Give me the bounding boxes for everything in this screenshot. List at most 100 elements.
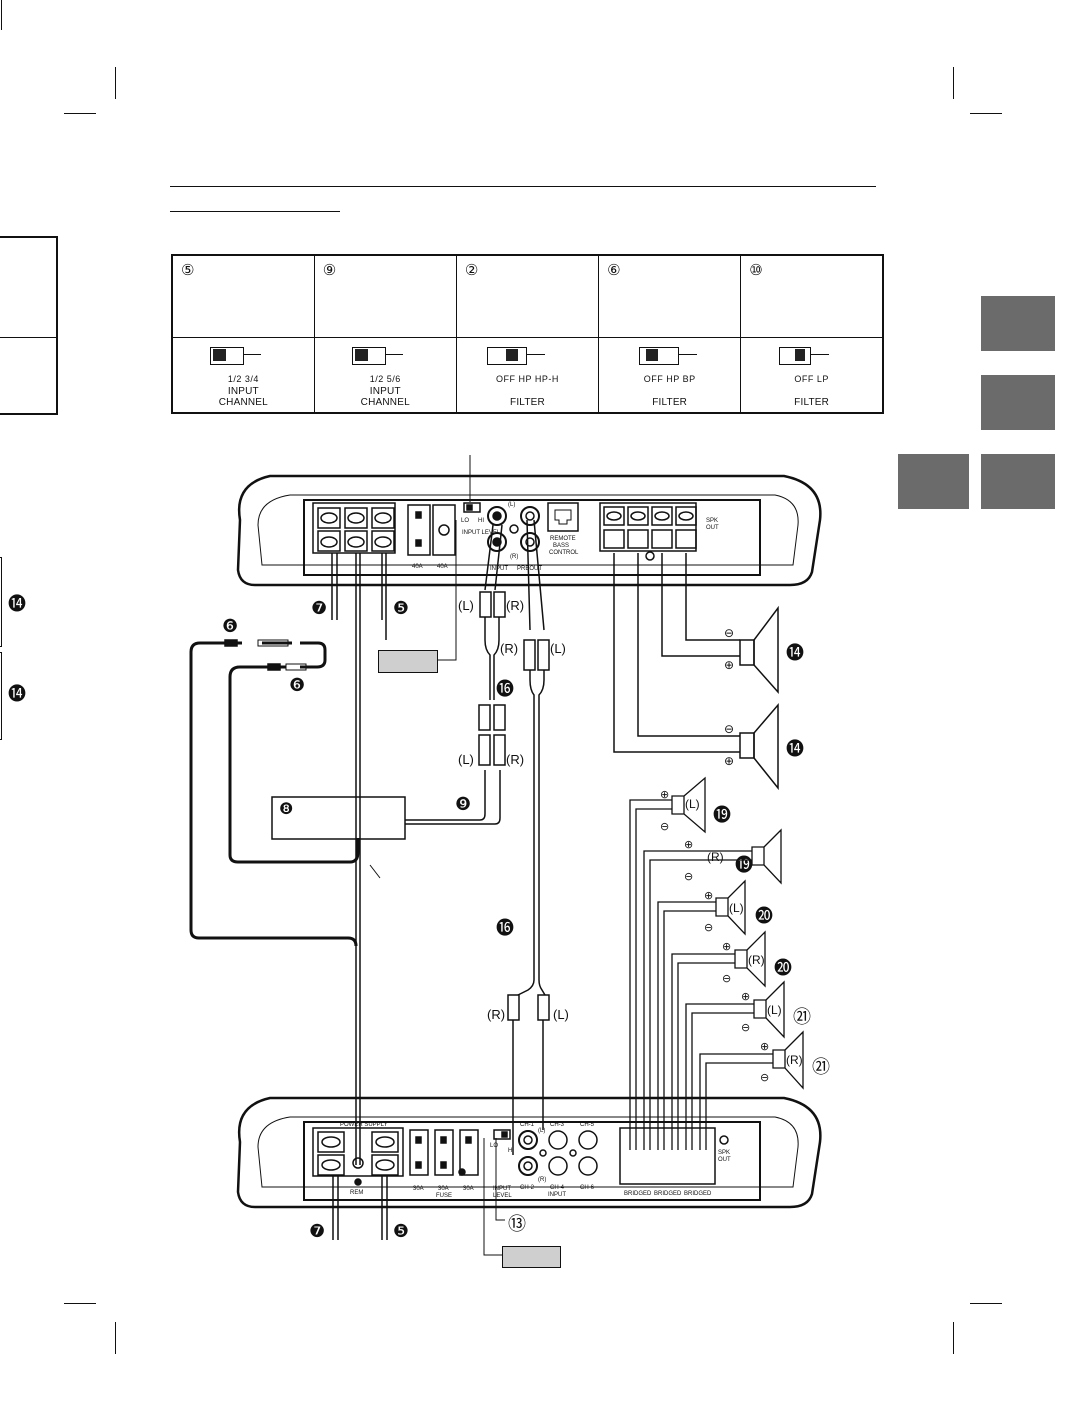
small-speaker-2-ch: (R) (707, 850, 724, 864)
top-remote-label: REMOTE (550, 536, 576, 542)
small-speaker-4-ch: (R) (748, 953, 765, 967)
bottom-bridged-label: BRIDGED (624, 1191, 652, 1197)
left-margin-divider (0, 337, 56, 338)
main-speaker-1-ref: ⓮ (786, 643, 804, 663)
left-margin-box (0, 557, 2, 647)
top-fuse-b-label: 40A (437, 564, 448, 570)
small-speakers (629, 776, 804, 1150)
switch-col-10: OFF LP FILTER (740, 336, 884, 414)
source-r-label: (R) (506, 752, 525, 767)
crop-mark (953, 1322, 954, 1354)
bottom-r-label: (R) (538, 1177, 546, 1183)
small-speaker-5-minus: ⊖ (741, 1022, 751, 1034)
top-spk-label: SPK (706, 518, 718, 524)
main-speaker-1-plus: ⊕ (724, 658, 735, 672)
subheading-rule (170, 211, 340, 212)
crop-mark (953, 67, 954, 99)
slide-switch-icon (351, 346, 386, 365)
bottom-spk-label: SPK (718, 1150, 730, 1156)
main-speaker-2 (613, 553, 779, 791)
switch-col-2: OFF HP HP-H FILTER (455, 336, 600, 414)
top-r-label: (R) (510, 554, 518, 560)
small-speaker-2-minus: ⊖ (684, 871, 694, 883)
top-control-label: CONTROL (549, 550, 579, 556)
bottom-hi-label: HI (508, 1148, 514, 1154)
top-l-label: (L) (508, 502, 515, 508)
main-speaker-1-minus: ⊖ (724, 626, 735, 640)
preout-r-label: (R) (500, 641, 519, 656)
top-hi-label: HI (478, 518, 484, 524)
main-speaker-1 (661, 553, 779, 694)
source-cable-ref: ❾ (455, 794, 472, 814)
main-speaker-2-plus: ⊕ (724, 754, 735, 768)
main-speaker-2-minus: ⊖ (724, 722, 735, 736)
rca-cable-preout (507, 519, 550, 1155)
heading-rule (170, 186, 876, 187)
bottom-ch5-label: CH-5 (580, 1122, 595, 1128)
left-margin-box (0, 652, 2, 740)
crop-mark (970, 113, 1002, 114)
language-tab[interactable] (898, 454, 969, 509)
language-tab[interactable] (981, 296, 1055, 351)
small-speaker-6-plus: ⊕ (760, 1041, 770, 1053)
bottom-power-supply-label: POWER SUPPLY (340, 1122, 388, 1128)
label-box (502, 1246, 561, 1268)
small-speaker-4-minus: ⊖ (722, 973, 732, 985)
small-speaker-2-plus: ⊕ (684, 839, 694, 851)
small-speaker-2-ref: ⓳ (735, 855, 753, 875)
left-margin-panel (0, 236, 58, 415)
switch-col-6-header: ⑥ (598, 254, 742, 338)
rca-ref-a: ⓰ (496, 679, 514, 699)
bottom-fuse-c-label: 30A (463, 1186, 474, 1192)
bottom-ch6-label: CH-6 (580, 1185, 595, 1191)
crop-mark (64, 1303, 96, 1304)
crop-mark (64, 113, 96, 114)
bottom-level-ref: ⑬ (508, 1214, 526, 1234)
bottom-input-level-label: INPUT (493, 1186, 511, 1192)
main-speaker-2-ref: ⓮ (786, 739, 804, 759)
bottom-rem-label: REM (350, 1190, 363, 1196)
fuse-holder-ref-b: ❻ (289, 675, 306, 695)
switch-label: FILTER (510, 397, 545, 408)
bottom-fuse-a-label: 30A (413, 1186, 424, 1192)
crop-mark (970, 1303, 1002, 1304)
bottom-lo-label: LO (490, 1143, 498, 1149)
bottom-rca-l-label: (L) (553, 1007, 569, 1022)
slide-switch-icon (210, 346, 244, 365)
slide-switch-icon (639, 346, 680, 365)
switch-label: FILTER (652, 397, 688, 408)
rca-ref-b: ⓰ (496, 918, 514, 938)
small-speaker-4-plus: ⊕ (722, 941, 732, 953)
bottom-fuse-label: FUSE (436, 1193, 452, 1199)
bottom-ch4-label: CH-4 (550, 1185, 565, 1191)
top-batt-ref: ❺ (393, 598, 410, 618)
small-speaker-1-plus: ⊕ (660, 789, 670, 801)
left-ref-top: ⓮ (8, 594, 26, 614)
language-tab[interactable] (981, 375, 1055, 430)
top-amplifier (236, 474, 822, 587)
top-bass-label: BASS (553, 543, 569, 549)
switch-label: FILTER (794, 397, 830, 408)
switch-col-10-header: ⑩ (740, 254, 884, 338)
slide-switch-icon (486, 346, 527, 365)
top-input-label: INPUT (490, 566, 508, 572)
bottom-amplifier (236, 1096, 822, 1209)
fuse-holder-ref-a: ❻ (222, 616, 239, 636)
rca-r-label: (R) (506, 598, 525, 613)
slide-switch-icon (779, 346, 812, 365)
crop-mark (1, 0, 2, 30)
bottom-ch1-label: CH-1 (520, 1122, 535, 1128)
bottom-batt-ref: ❺ (393, 1221, 410, 1241)
source-ref: ❽ (279, 801, 294, 818)
small-speaker-3-plus: ⊕ (704, 890, 714, 902)
bottom-input-label: INPUT (548, 1192, 566, 1198)
bottom-ch2-label: CH-2 (520, 1185, 535, 1191)
bottom-ch3-label: CH-3 (550, 1122, 565, 1128)
language-tab[interactable] (981, 454, 1055, 509)
source-unit-box (271, 796, 406, 840)
